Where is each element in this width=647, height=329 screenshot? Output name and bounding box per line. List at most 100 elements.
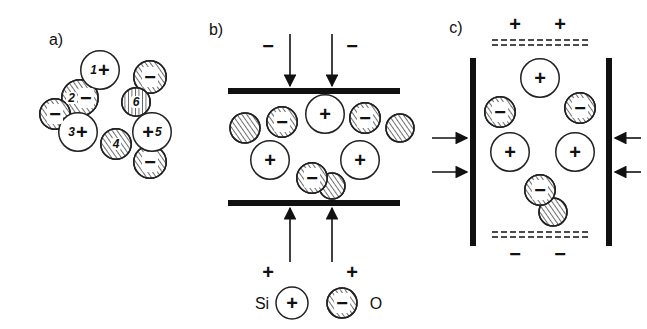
atom-circle	[133, 113, 172, 152]
atom-label-group: −	[357, 108, 373, 128]
atom-label-group: +	[504, 142, 516, 162]
charge-sign: +	[262, 262, 274, 282]
silicon-atom: +	[340, 140, 380, 180]
atom-label-group: +	[354, 150, 366, 170]
charge-layer	[492, 39, 590, 41]
atom-label-group: −	[572, 98, 588, 118]
charge-sign: −	[554, 244, 566, 264]
legend-silicon-sample	[276, 287, 308, 319]
atom-label-group: 3+	[68, 122, 87, 142]
electrode-plate	[606, 58, 612, 246]
atom-circle	[81, 51, 120, 90]
atom-circle	[565, 93, 596, 124]
callout-number: 5	[155, 126, 162, 138]
callout-number: 2	[66, 92, 77, 104]
atom-label-group: +	[534, 68, 546, 88]
oxygen-atom: −	[484, 96, 516, 128]
atom-label-group: 2−	[66, 88, 93, 108]
silicon-atom: +	[520, 58, 560, 98]
panel-letter: c)	[449, 20, 462, 36]
charge-sign: −	[142, 67, 158, 87]
force-arrow	[432, 171, 467, 173]
atom-label-group: +	[319, 104, 331, 124]
atom-hatching	[267, 107, 298, 138]
atom-circle	[521, 59, 560, 98]
atom-label-group: +5	[142, 122, 161, 142]
atom-hatching	[565, 93, 596, 124]
atom-label-group: 4	[111, 138, 122, 150]
charge-sign: −	[357, 108, 373, 128]
oxygen-atom: 2−	[61, 79, 99, 117]
silicon-atom: +	[250, 140, 290, 180]
atom-circle	[491, 133, 530, 172]
atom-circle	[297, 163, 328, 194]
oxygen-atom: −	[524, 174, 556, 206]
atom-circle	[341, 141, 380, 180]
atom-hatching	[350, 103, 381, 134]
oxygen-atom	[230, 113, 260, 143]
oxygen-hatch	[386, 114, 414, 142]
silicon-atom: +5	[132, 112, 172, 152]
atom-circle	[251, 141, 290, 180]
atom-circle	[306, 95, 345, 134]
oxygen-atom	[386, 114, 414, 142]
charge-layer	[492, 231, 590, 233]
silicon-atom: +	[555, 132, 595, 172]
charge-sign: +	[554, 14, 566, 34]
charge-sign: +	[354, 150, 366, 170]
charge-sign: +	[509, 14, 521, 34]
charge-sign: −	[492, 102, 508, 122]
atom-circle	[525, 175, 556, 206]
atom-label-group: +	[264, 150, 276, 170]
atom-hatching	[485, 97, 516, 128]
charge-sign: −	[47, 104, 63, 124]
charge-sign: −	[304, 168, 320, 188]
force-arrow	[289, 34, 291, 86]
atom-circle	[134, 146, 167, 179]
callout-number: 1	[90, 64, 97, 76]
charge-sign: −	[509, 244, 521, 264]
oxygen-hatch	[230, 113, 260, 143]
charge-sign: −	[142, 152, 158, 172]
atom-label-group: −	[142, 152, 158, 172]
charge-sign: −	[274, 112, 290, 132]
silicon-atom: 3+	[58, 112, 98, 152]
charge-sign: +	[76, 122, 88, 142]
silicon-atom: +	[490, 132, 530, 172]
legend-charge-sign: −	[334, 293, 350, 313]
charge-sign: +	[98, 60, 110, 80]
force-arrow	[289, 208, 291, 262]
atom-label-group: −	[492, 102, 508, 122]
charge-sign: −	[262, 36, 274, 56]
atom-circle	[350, 103, 381, 134]
silicon-atom: 1+	[80, 50, 120, 90]
atom-hatching	[101, 129, 132, 160]
electrode-plate	[470, 58, 476, 246]
oxygen-atom: −	[564, 92, 596, 124]
atom-label-group: −	[47, 104, 63, 124]
atom-hatching	[525, 175, 556, 206]
oxygen-atom: −	[133, 145, 167, 179]
charge-sign: +	[264, 150, 276, 170]
charge-sign: −	[532, 180, 548, 200]
panel-letter: a)	[49, 32, 63, 48]
atom-label-group: 6	[131, 96, 142, 108]
oxygen-atom: −	[266, 106, 298, 138]
charge-layer	[492, 236, 590, 238]
atom-label-group: −	[142, 67, 158, 87]
force-arrow	[432, 137, 467, 139]
atom-label-group: +	[569, 142, 581, 162]
oxygen-atom: 6	[121, 87, 151, 117]
atom-circle	[267, 107, 298, 138]
callout-number: 6	[131, 96, 142, 108]
charge-sign: −	[346, 36, 358, 56]
force-arrow	[615, 137, 641, 139]
atom-circle	[122, 88, 151, 117]
atom-hatching	[297, 163, 328, 194]
atom-hatching	[122, 88, 151, 117]
legend-oxygen-hatch	[327, 288, 357, 318]
panel-letter: b)	[209, 22, 223, 38]
atom-circle	[101, 129, 132, 160]
